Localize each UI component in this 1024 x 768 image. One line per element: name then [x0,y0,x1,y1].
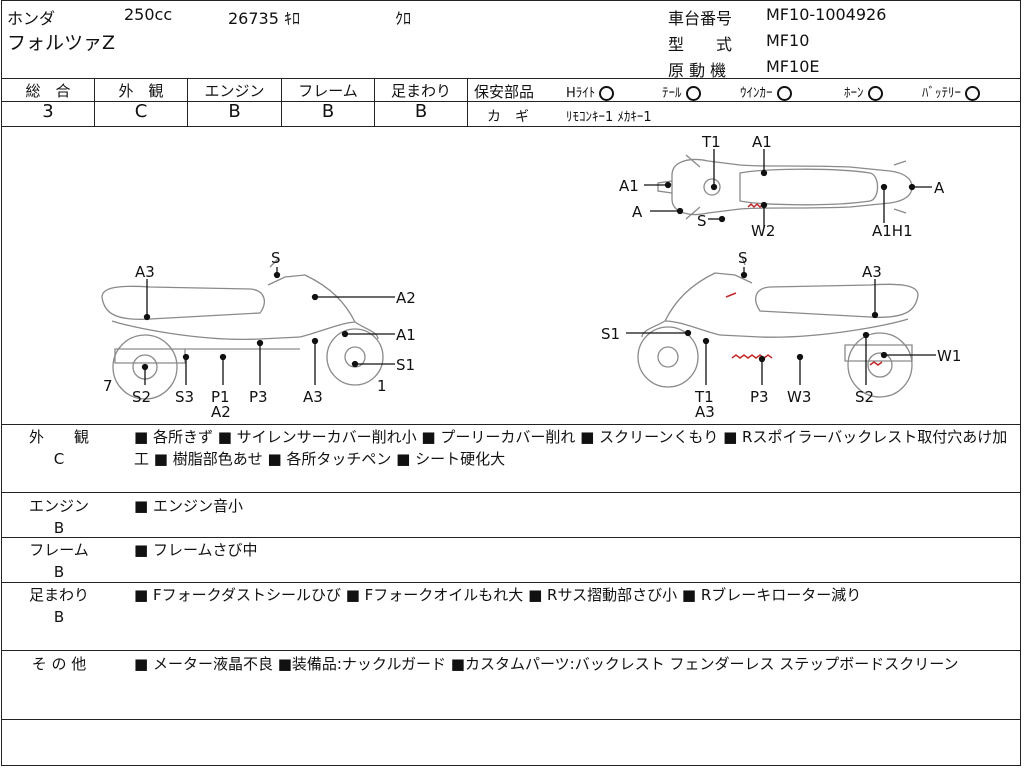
type-label: 型 式 [668,35,733,54]
color: ｸﾛ [395,9,412,28]
score-total-value: 3 [42,101,54,122]
divider [374,78,375,126]
condition-category: そ の 他 [31,655,87,673]
divider [1,101,469,102]
diagram-label: T1 [701,133,721,151]
engine-value: MF10E [766,57,820,76]
safety-item-tail: ﾃｰﾙ [662,82,701,101]
divider [467,78,468,126]
diagram-label: T1 [694,388,714,406]
maker: ホンダ [7,9,56,28]
scooter-top-view-sketch [657,154,913,220]
ok-circle-icon [965,86,980,101]
diagram-label: P1 [211,388,230,406]
safety-label: 保安部品 [474,83,535,101]
diagram-label: A2 [211,403,231,421]
key-label: カ ギ [487,109,529,125]
diagram-label: 7 [103,377,113,395]
score-exterior-label: 外 観 [118,82,164,100]
diagram-label: A2 [396,289,416,307]
ok-circle-icon [685,86,701,101]
diagram-label: S [271,249,281,267]
safety-item-headlight: Hﾗｲﾄ [566,82,615,101]
diagram-label: S3 [175,388,194,406]
score-suspension-label: 足まわり [390,82,451,100]
diagram-label: S [697,212,707,230]
divider [1,126,1021,127]
condition-text: ■ フレームさび中 [134,541,258,559]
diagram-label: A [632,203,643,221]
diagram-label: S1 [396,356,415,374]
condition-text: ■ Fフォークダストシールひび ■ Fフォークオイルもれ大 ■ Rサス摺動部さび… [134,586,862,604]
safety-item-battery: ﾊﾞｯﾃﾘｰ [922,82,980,101]
diagram-label: 1 [377,377,387,395]
diagram-label: A1 [752,133,772,151]
mileage: 26735 ｷﾛ [228,9,300,28]
diagram-label: W3 [787,388,811,406]
score-suspension-value: B [414,101,428,122]
damage-mark [731,354,773,359]
scooter-left-side-sketch [101,258,384,400]
diagram-label: S [738,249,748,267]
damage-mark [869,361,883,366]
diagram-label: P3 [750,388,769,406]
engine-label: 原 動 機 [668,61,727,80]
divider [94,78,95,126]
diagram-label: W1 [937,347,961,365]
condition-text: ■ メーター液晶不良 ■装備品:ナックルガード ■カスタムパーツ:バックレスト … [134,655,959,673]
diagram-label: A [934,179,945,197]
diagram-label: S1 [601,325,620,343]
diagram-label: A1H1 [872,222,913,240]
score-frame-value: B [321,101,335,122]
diagram-label: A3 [135,263,155,281]
diagram-label: A3 [303,388,323,406]
divider [1,650,1021,651]
condition-text: ■ エンジン音小 [134,497,243,515]
divider [1,719,1021,720]
diagram-label: A3 [695,403,715,421]
ok-circle-icon [776,86,792,101]
damage-mark [725,292,737,298]
diagram-label: S2 [132,388,151,406]
diagram-label: A3 [862,263,882,281]
divider [1,492,1021,493]
ok-circle-icon [599,86,615,101]
displacement: 250cc [124,5,173,24]
diagram-label: A1 [619,177,639,195]
frame-no-label: 車台番号 [668,9,733,28]
score-engine-label: エンジン [204,82,265,100]
divider [1,424,1021,425]
scooter-right-side-sketch [637,256,919,398]
diagram-label: A1 [396,326,416,344]
damage-diagram: T1 A1 A1 A A S W2 A1H1 S A3 A2 A1 S1 7 S… [101,133,961,421]
score-total-label: 総 合 [25,82,71,100]
safety-item-winker: ｳｲﾝｶｰ [740,82,792,101]
score-frame-label: フレーム [298,82,358,100]
condition-text: ■ 各所きず ■ サイレンサーカバー削れ小 ■ プーリーカバー削れ ■ スクリー… [134,428,1008,468]
safety-item-horn: ﾎｰﾝ [844,82,883,101]
frame-no-value: MF10-1004926 [766,5,887,24]
ok-circle-icon [867,86,883,101]
diagram-label: S2 [855,388,874,406]
score-exterior-value: C [134,101,148,122]
type-value: MF10 [766,31,810,50]
model-name: フォルツァZ [7,32,116,54]
divider [468,101,1021,102]
diagram-label: W2 [751,222,775,240]
divider [1,582,1021,583]
diagram-label: P3 [249,388,268,406]
divider [1,537,1021,538]
divider [1,78,1021,79]
divider [187,78,188,126]
score-engine-value: B [228,101,241,122]
divider [281,78,282,126]
key-value: ﾘﾓｺﾝｷｰ1 ﾒｶｷｰ1 [566,110,652,125]
